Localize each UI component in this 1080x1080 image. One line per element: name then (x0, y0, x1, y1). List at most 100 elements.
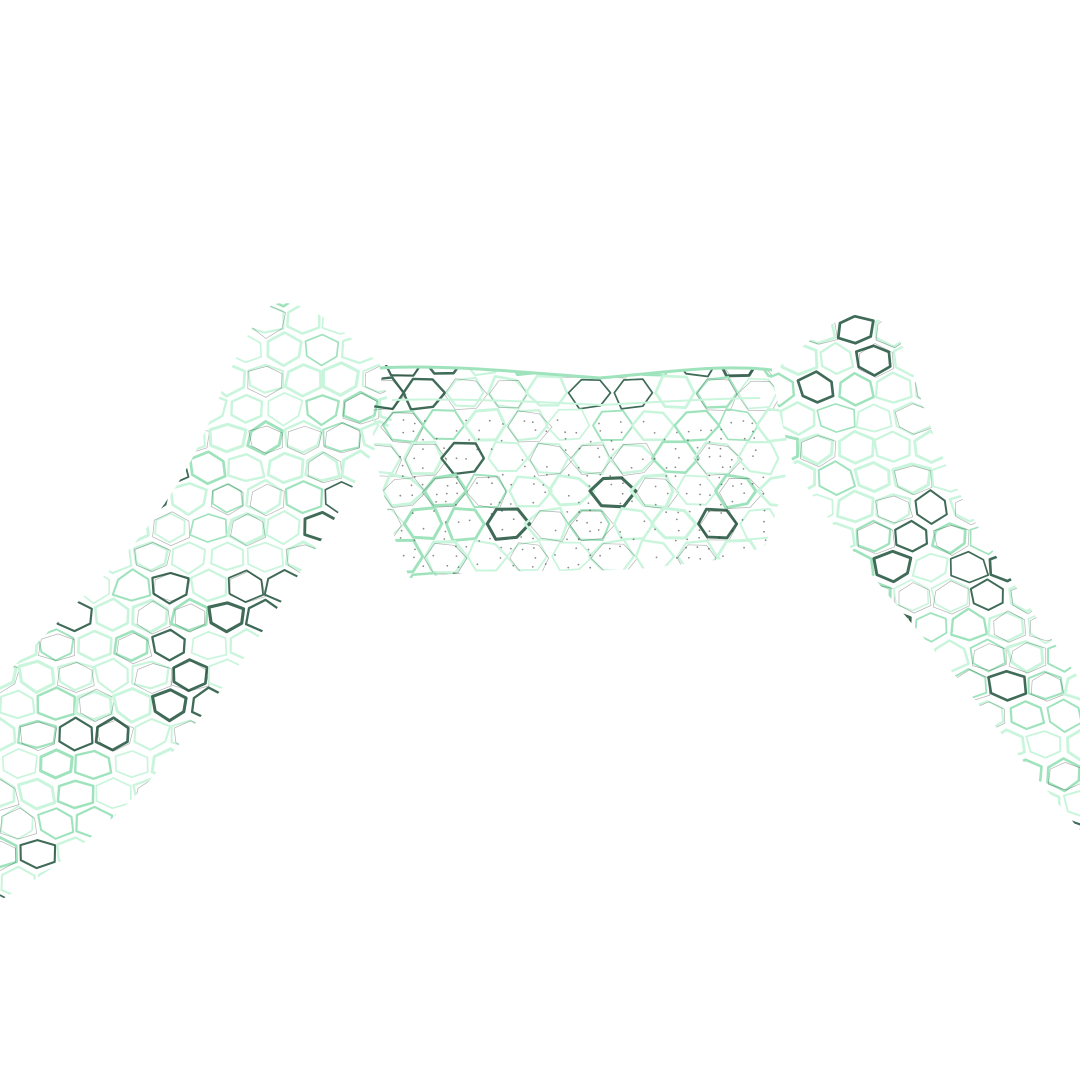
mesh-dot (566, 538, 568, 541)
mesh-dot (412, 430, 415, 433)
mesh-cell (817, 460, 856, 496)
mesh-dot (619, 545, 621, 548)
mesh-dot (597, 447, 599, 450)
mesh-cell (756, 473, 790, 509)
mesh-dot (666, 492, 669, 495)
mesh-cell (714, 473, 758, 510)
mesh-cell (1005, 640, 1045, 674)
mesh-dot (413, 476, 416, 478)
mesh-cell (422, 365, 465, 375)
mesh-dot (567, 494, 570, 497)
mesh-cell-shadow (529, 510, 571, 542)
mesh-cell-shadow (286, 425, 323, 455)
mesh-cell (245, 478, 283, 516)
mesh-dot (545, 430, 548, 433)
mesh-dot (577, 466, 580, 469)
mesh-dot (556, 419, 559, 421)
mesh-dot (740, 483, 743, 485)
mesh-dot (576, 519, 578, 522)
mesh-cell (422, 473, 469, 508)
mesh-dot (509, 503, 512, 505)
mesh-dot (699, 483, 702, 486)
mesh-dot (468, 519, 471, 522)
mesh-dot (444, 500, 447, 503)
mesh-dot (533, 547, 535, 549)
mesh-cell (227, 569, 265, 603)
mesh-cell (266, 451, 305, 485)
mesh-dot (698, 521, 701, 524)
mesh-dot (586, 474, 589, 477)
mesh-cell (1027, 670, 1064, 701)
mesh-cell (267, 392, 304, 427)
mesh-dot (521, 548, 524, 551)
mesh-dot (663, 438, 666, 441)
mesh-dot (708, 547, 710, 550)
mesh-cell-shadow (718, 478, 764, 509)
mesh-dot (698, 536, 700, 539)
mesh-cell (695, 375, 739, 409)
mesh-cell (208, 422, 248, 454)
mesh-dot (722, 555, 724, 557)
mesh-cell (342, 390, 380, 424)
mesh-cell (113, 629, 149, 663)
mesh-cell (74, 689, 114, 722)
mesh-dot (455, 457, 458, 460)
mesh-dot (446, 484, 449, 487)
mesh-cell (1066, 727, 1080, 764)
mesh-dot (751, 482, 754, 485)
mesh-cell-shadow (720, 365, 763, 376)
mesh-dot (500, 546, 503, 549)
mesh-dot (531, 421, 534, 424)
mesh-cell (266, 331, 303, 368)
mesh-dot (443, 538, 446, 540)
mesh-dot (597, 529, 600, 531)
mesh-dot (523, 420, 526, 422)
mesh-cell-shadow (0, 840, 17, 872)
mesh-dot (456, 492, 458, 495)
mesh-dot (743, 546, 745, 549)
mesh-dot (456, 476, 459, 478)
mesh-cell (132, 541, 170, 573)
mesh-dot (654, 528, 656, 531)
mesh-cell (608, 443, 657, 475)
mesh-cell-shadow (210, 483, 244, 516)
mesh-dot (685, 546, 687, 549)
mesh-cell (570, 441, 611, 476)
mesh-dot (619, 502, 622, 505)
mesh-dot (413, 556, 415, 559)
mesh-cell (74, 749, 113, 780)
mesh-dot (674, 447, 677, 450)
mesh-dot (478, 429, 481, 432)
mesh-dot (708, 447, 711, 449)
mesh-cell-shadow (153, 572, 191, 602)
mesh-cell-shadow (404, 443, 448, 477)
mesh-dot (410, 484, 413, 487)
mesh-dot (720, 428, 723, 431)
mesh-cell (112, 687, 153, 724)
mesh-cell (305, 394, 340, 427)
mesh-cell (372, 376, 405, 411)
mesh-dot (620, 536, 623, 539)
mesh-dot (653, 458, 656, 460)
mesh-dot (491, 482, 493, 485)
mesh-cell (673, 409, 721, 442)
mesh-cell (1046, 757, 1080, 793)
mesh-cell-shadow (0, 807, 38, 840)
mesh-dot (564, 431, 566, 434)
mesh-cell-shadow (932, 525, 970, 557)
mesh-cell (93, 657, 129, 694)
mesh-cell (247, 363, 284, 394)
mesh-cell (0, 656, 18, 691)
mesh-dot (531, 566, 534, 568)
mesh-dot (554, 529, 557, 532)
mesh-dot (743, 492, 746, 494)
mesh-dot (655, 556, 658, 559)
mesh-cell (930, 578, 970, 613)
mesh-dot (586, 521, 588, 524)
mesh-dot (577, 563, 580, 566)
mesh-cell-shadow (365, 365, 392, 395)
mesh-dot (455, 430, 458, 432)
mesh-dot (476, 482, 478, 484)
mesh-dot (675, 557, 678, 559)
mesh-cell (692, 441, 741, 475)
